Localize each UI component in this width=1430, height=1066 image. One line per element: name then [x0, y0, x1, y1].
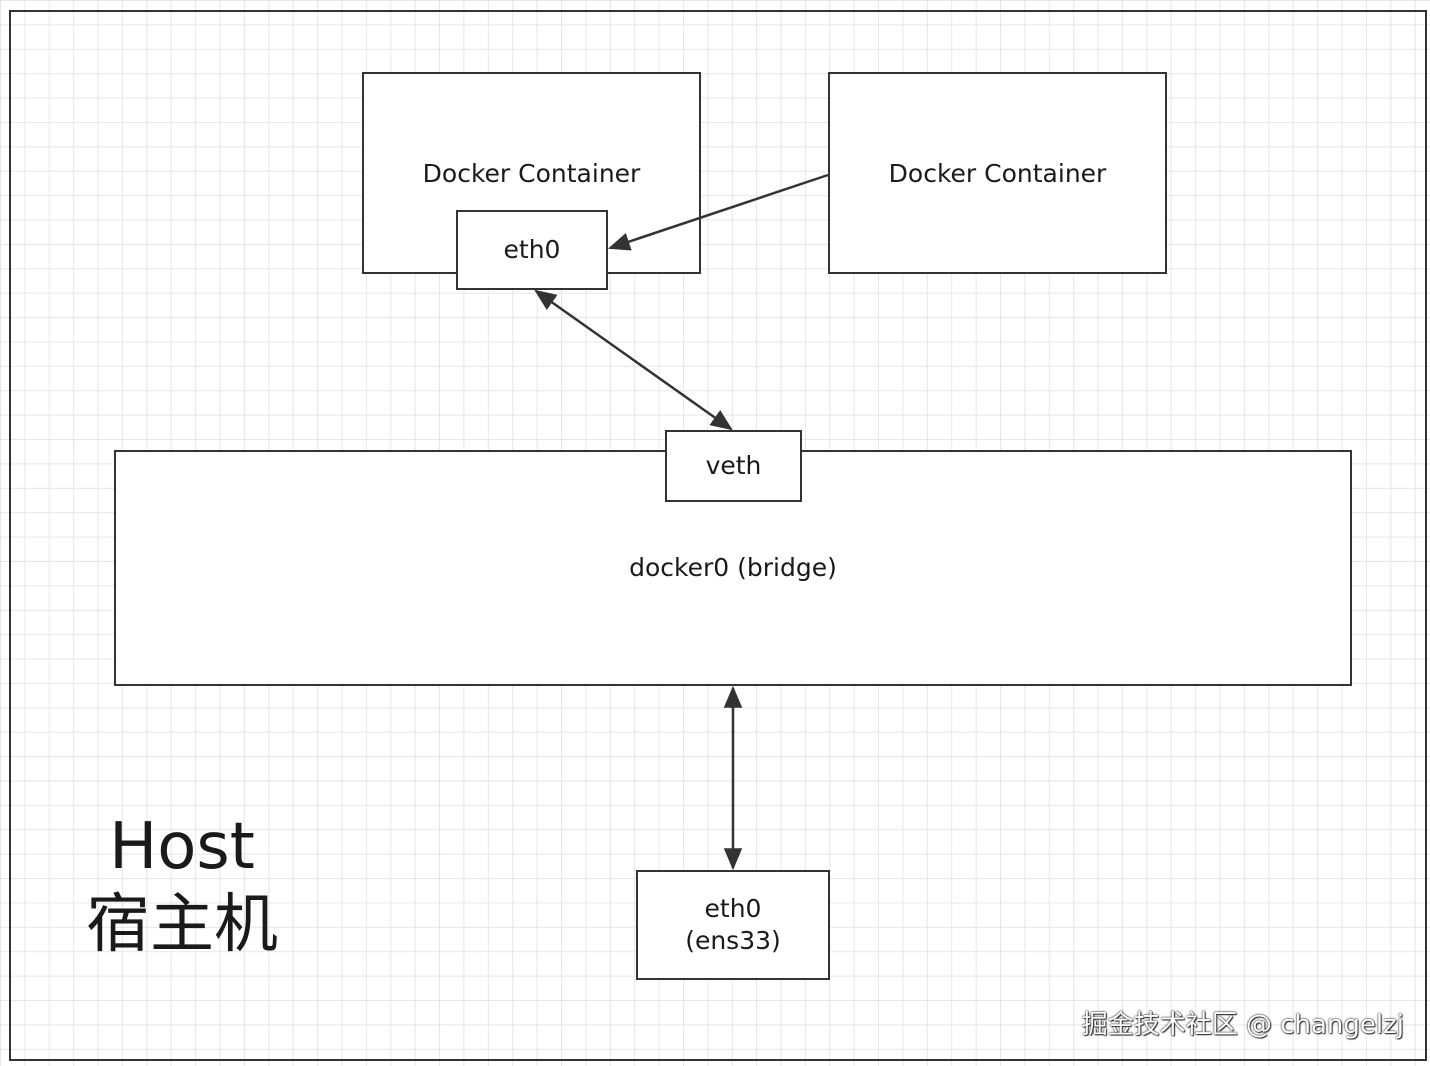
veth: veth: [665, 430, 802, 502]
container-left-eth0-label: eth0: [503, 234, 561, 264]
watermark: 掘金技术社区 @ changelzj: [1081, 1010, 1404, 1040]
docker-container-right: Docker Container: [828, 72, 1167, 274]
host-label-zh: 宿主机: [86, 888, 278, 962]
veth-label: veth: [705, 450, 762, 480]
host-eth0: eth0 (ens33): [636, 870, 830, 980]
container-left-eth0: eth0: [456, 210, 608, 290]
host-label-en: Host: [109, 810, 255, 884]
bridge-label: docker0 (bridge): [629, 552, 837, 582]
host-eth0-sublabel: (ens33): [685, 926, 781, 955]
host-eth0-label: eth0: [704, 893, 762, 923]
host-frame: [9, 10, 1427, 1061]
container-left-label: Docker Container: [422, 159, 641, 188]
container-right-label: Docker Container: [888, 159, 1107, 188]
host-label: Host 宿主机: [84, 808, 280, 964]
